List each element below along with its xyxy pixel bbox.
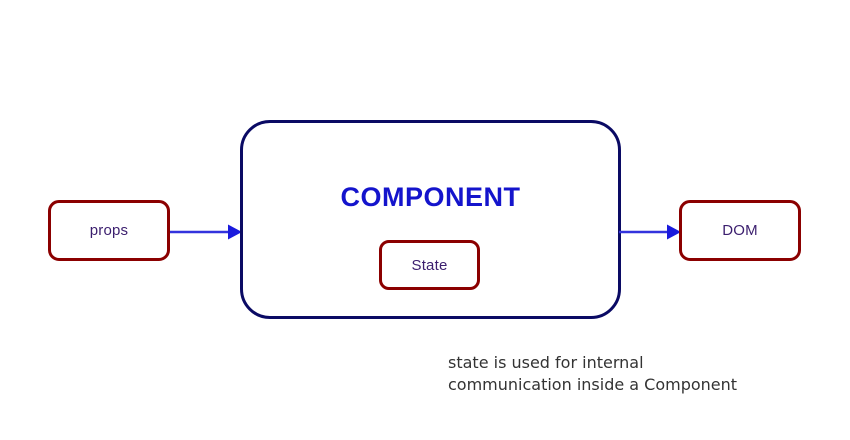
component-title: COMPONENT [340, 182, 521, 212]
node-dom-label: DOM [722, 222, 758, 239]
node-state-label: State [411, 256, 448, 274]
arrow-props-to-component [170, 224, 242, 240]
arrow-component-to-dom [619, 224, 681, 240]
node-dom[interactable]: DOM [679, 200, 801, 261]
node-state[interactable]: State [379, 240, 480, 290]
node-props[interactable]: props [48, 200, 170, 261]
node-props-label: props [89, 222, 129, 239]
diagram-caption: state is used for internal communication… [448, 353, 738, 394]
